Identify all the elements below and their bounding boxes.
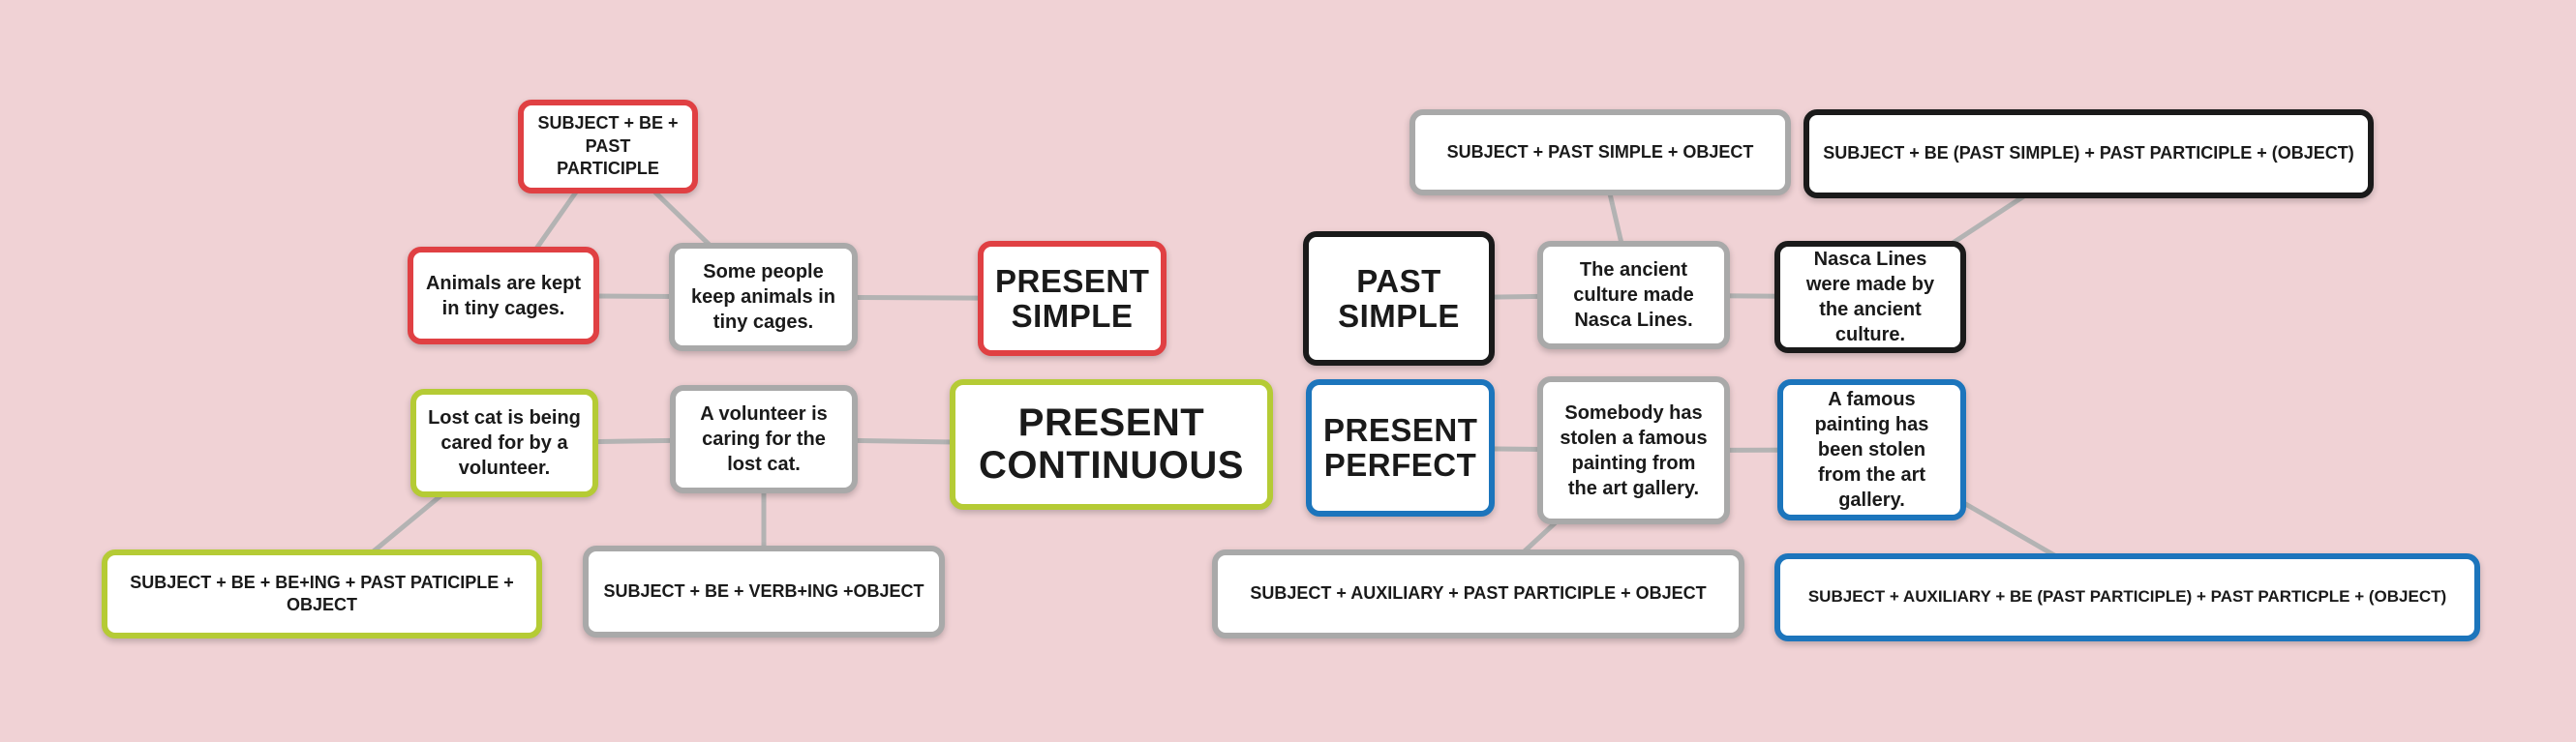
node-text: PRESENT SIMPLE: [995, 262, 1150, 334]
node-text: A volunteer is caring for the lost cat.: [700, 403, 828, 475]
node-text: PRESENT PERFECT: [1323, 412, 1478, 483]
node-text: Nasca Lines were made by the ancient cul…: [1805, 249, 1935, 345]
node-text: SUBJECT + BE + PAST PARTICIPLE: [537, 113, 679, 179]
node-text: SUBJECT + BE + BE+ING + PAST PATICIPLE +…: [130, 572, 514, 614]
node-text: The ancient culture made Nasca Lines.: [1573, 259, 1694, 331]
node-text: Somebody has stolen a famous painting fr…: [1560, 401, 1708, 499]
node-text: Some people keep animals in tiny cages.: [691, 261, 835, 333]
node-text: SUBJECT + AUXILIARY + BE (PAST PARTICIPL…: [1807, 587, 2447, 607]
node-text: SUBJECT + BE (PAST SIMPLE) + PAST PARTIC…: [1823, 143, 2354, 163]
node-text: PRESENT CONTINUOUS: [979, 401, 1244, 487]
node-text: Lost cat is being cared for by a volunte…: [428, 407, 581, 479]
node-text: PAST SIMPLE: [1338, 262, 1460, 334]
node-text: SUBJECT + BE + VERB+ING +OBJECT: [603, 580, 924, 601]
node-text: SUBJECT + PAST SIMPLE + OBJECT: [1446, 141, 1754, 162]
node-text: SUBJECT + AUXILIARY + PAST PARTICIPLE + …: [1250, 583, 1707, 604]
node-text: Animals are kept in tiny cages.: [425, 272, 582, 319]
node-text: A famous painting has been stolen from t…: [1814, 389, 1929, 511]
